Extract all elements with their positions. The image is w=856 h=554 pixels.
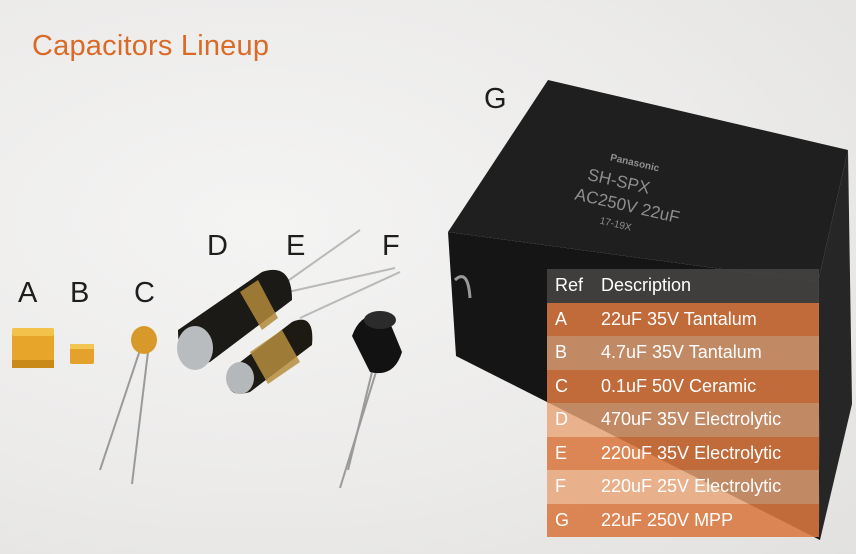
label-g: G [484, 83, 507, 115]
capacitor-c [99, 326, 157, 485]
table-row: A 22uF 35V Tantalum [547, 302, 819, 336]
table-row: E 220uF 35V Electrolytic [547, 436, 819, 470]
label-d: D [207, 230, 228, 262]
label-c: C [134, 277, 155, 309]
header-ref: Ref [555, 275, 584, 296]
table-row: G 22uF 250V MPP [547, 503, 819, 537]
row-ref: E [555, 442, 568, 463]
table-header: Ref Description [547, 269, 819, 303]
capacitor-e [226, 271, 401, 394]
row-description: 220uF 25V Electrolytic [601, 476, 782, 497]
row-description: 4.7uF 35V Tantalum [601, 342, 762, 363]
row-description: 22uF 35V Tantalum [601, 308, 757, 329]
row-description: 220uF 35V Electrolytic [601, 442, 782, 463]
label-b: B [70, 277, 90, 309]
table-row: B 4.7uF 35V Tantalum [547, 336, 819, 370]
label-a: A [18, 277, 38, 309]
capacitor-b [70, 344, 94, 364]
row-ref: B [555, 342, 568, 363]
row-ref: F [555, 476, 566, 497]
table-row: D 470uF 35V Electrolytic [547, 403, 819, 437]
row-ref: C [555, 375, 568, 396]
row-ref: D [555, 409, 568, 430]
reference-table: Ref Description A 22uF 35V Tantalum B 4.… [547, 269, 819, 537]
table-row: C 0.1uF 50V Ceramic [547, 369, 819, 403]
table-row: F 220uF 25V Electrolytic [547, 470, 819, 504]
row-description: 22uF 250V MPP [601, 509, 734, 530]
row-ref: G [555, 509, 570, 530]
row-description: 0.1uF 50V Ceramic [601, 375, 757, 396]
page-title: Capacitors Lineup [32, 30, 270, 62]
label-e: E [286, 230, 306, 262]
row-description: 470uF 35V Electrolytic [601, 409, 782, 430]
capacitor-d [177, 229, 396, 370]
row-ref: A [555, 308, 568, 329]
capacitor-a [12, 328, 54, 368]
label-f: F [382, 230, 400, 262]
header-description: Description [601, 275, 692, 296]
capacitor-f [339, 311, 402, 489]
